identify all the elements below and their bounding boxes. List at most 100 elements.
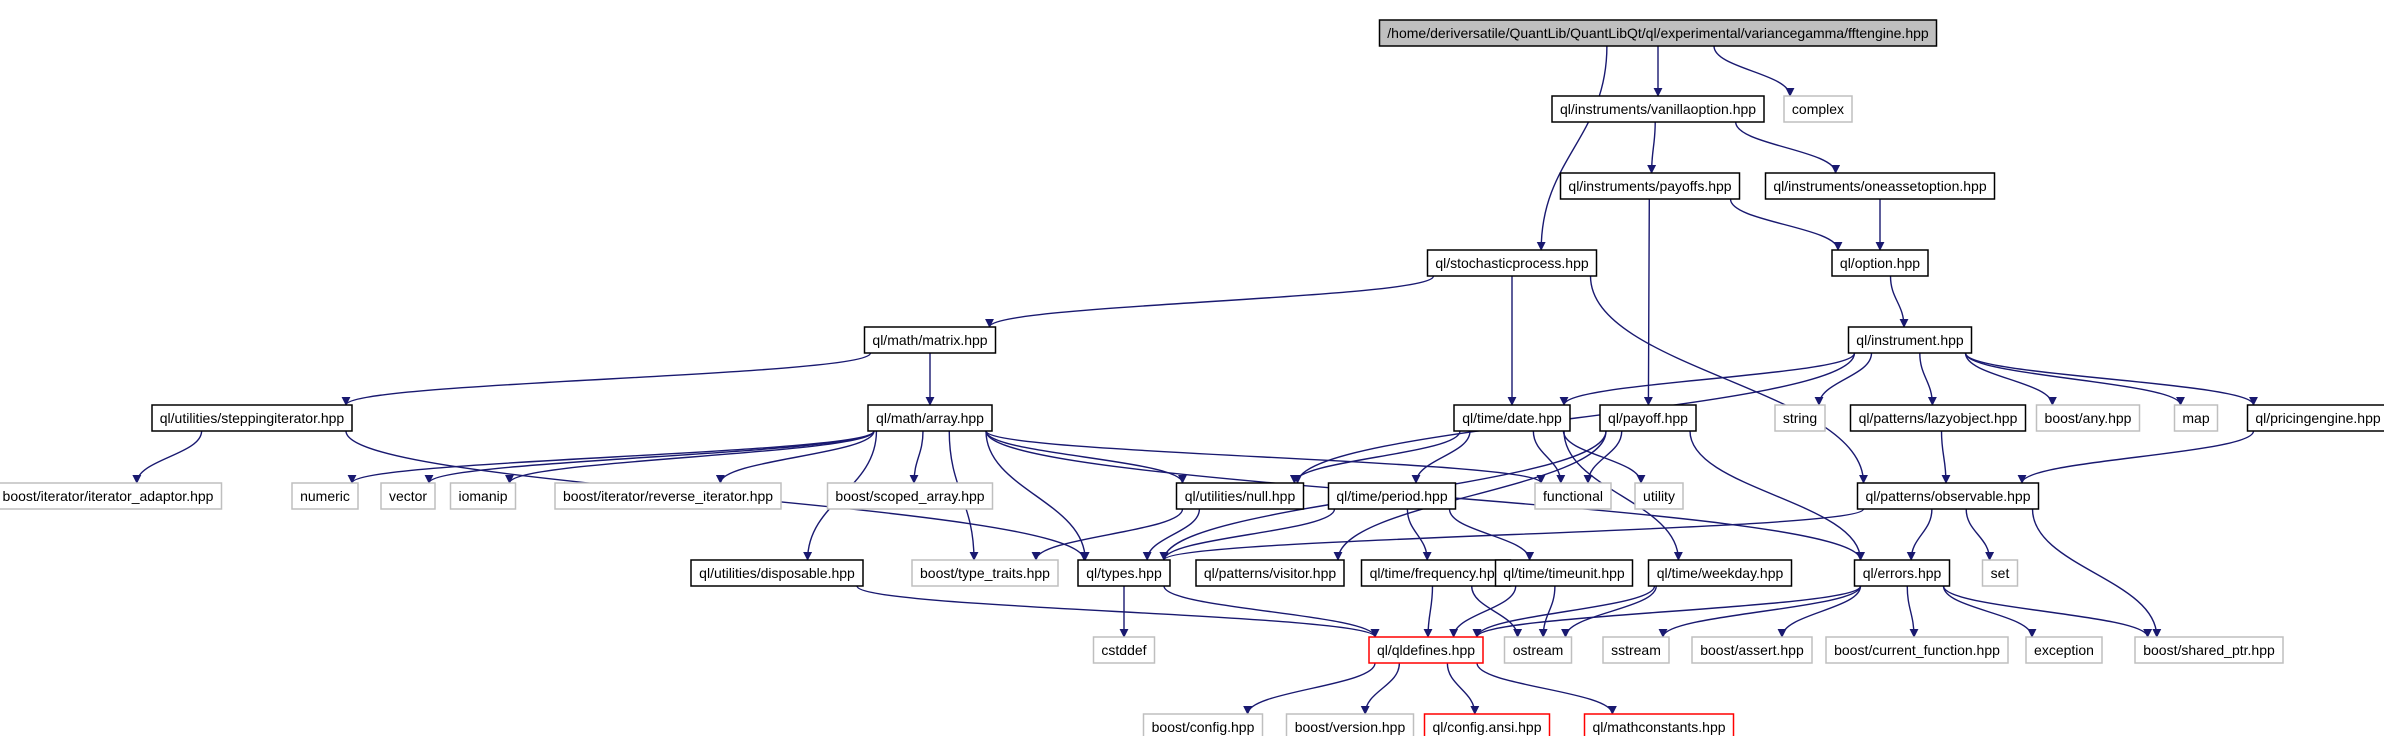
node-box: [1285, 713, 1415, 736]
edge-payoff-to-visitor: [1333, 430, 1607, 561]
edge-instrument-to-boostany: [1964, 352, 2057, 406]
edge-disposable-to-qldefines: [856, 585, 1380, 638]
node-sharedptr[interactable]: boost/shared_ptr.hpp: [2134, 636, 2284, 664]
edge-stoch-to-observable: [1589, 275, 1868, 484]
node-scopedarray[interactable]: boost/scoped_array.hpp: [826, 482, 994, 510]
edge-array-to-iomanip: [505, 430, 875, 484]
node-timeunit[interactable]: ql/time/timeunit.hpp: [1494, 559, 1634, 587]
node-array[interactable]: ql/math/array.hpp: [867, 404, 993, 432]
edge-timeunit-to-qldefines: [1449, 585, 1517, 638]
edge-timeunit-to-ostream: [1538, 585, 1556, 638]
node-payoffs[interactable]: ql/instruments/payoffs.hpp: [1559, 172, 1741, 200]
node-pricing[interactable]: ql/pricingengine.hpp: [2246, 404, 2384, 432]
node-instrument[interactable]: ql/instrument.hpp: [1847, 326, 1973, 354]
node-label: ql/time/date.hpp: [1462, 410, 1562, 426]
node-box: [1195, 559, 1345, 587]
node-box: [151, 404, 353, 432]
node-label: ql/time/frequency.hpp: [1370, 565, 1503, 581]
node-visitor[interactable]: ql/patterns/visitor.hpp: [1195, 559, 1345, 587]
node-label: ql/instruments/oneassetoption.hpp: [1773, 178, 1986, 194]
edge-weekday-to-ostream: [1561, 585, 1657, 638]
node-configansi[interactable]: ql/config.ansi.hpp: [1423, 713, 1551, 736]
node-ostream[interactable]: ostream: [1503, 636, 1573, 664]
node-matrix[interactable]: ql/math/matrix.hpp: [863, 326, 997, 354]
node-label: utility: [1643, 488, 1675, 504]
node-payoff[interactable]: ql/payoff.hpp: [1599, 404, 1697, 432]
node-curfunc[interactable]: boost/current_function.hpp: [1825, 636, 2009, 664]
edge-lazy-to-observable: [1940, 430, 1951, 484]
edge-array-to-scopedarray: [909, 430, 924, 484]
node-box: [867, 404, 993, 432]
node-frequency[interactable]: ql/time/frequency.hpp: [1360, 559, 1512, 587]
node-root[interactable]: /home/deriversatile/QuantLib/QuantLibQt/…: [1378, 19, 1938, 47]
edge-period-to-types: [1159, 508, 1336, 561]
edge-observable-to-set: [1965, 508, 1995, 561]
node-box: [1849, 404, 2027, 432]
node-box: [1764, 172, 1996, 200]
node-label: boost/iterator/iterator_adaptor.hpp: [3, 488, 214, 504]
node-weekday[interactable]: ql/time/weekday.hpp: [1647, 559, 1793, 587]
node-box: [1423, 713, 1551, 736]
node-set[interactable]: set: [1981, 559, 2019, 587]
node-box: [1453, 404, 1571, 432]
node-reverseiter[interactable]: boost/iterator/reverse_iterator.hpp: [554, 482, 782, 510]
node-box: [380, 482, 436, 510]
node-errors[interactable]: ql/errors.hpp: [1853, 559, 1951, 587]
node-mathconst[interactable]: ql/mathconstants.hpp: [1583, 713, 1735, 736]
edge-frequency-to-qldefines: [1423, 585, 1434, 638]
edge-date-to-utility: [1562, 430, 1646, 484]
node-label: ql/utilities/null.hpp: [1185, 488, 1296, 504]
node-box: [1360, 559, 1512, 587]
node-label: boost/shared_ptr.hpp: [2143, 642, 2275, 658]
node-cstddef[interactable]: cstddef: [1092, 636, 1156, 664]
node-typetraits[interactable]: boost/type_traits.hpp: [911, 559, 1059, 587]
edge-errors-to-sharedptr: [1942, 585, 2153, 638]
node-null[interactable]: ql/utilities/null.hpp: [1175, 482, 1305, 510]
node-box: [1583, 713, 1735, 736]
node-functional[interactable]: functional: [1534, 482, 1612, 510]
node-boostany[interactable]: boost/any.hpp: [2035, 404, 2141, 432]
node-map[interactable]: map: [2173, 404, 2219, 432]
node-complex[interactable]: complex: [1783, 95, 1853, 123]
node-box: [1599, 404, 1697, 432]
node-oneasset[interactable]: ql/instruments/oneassetoption.hpp: [1764, 172, 1996, 200]
edge-period-to-frequency: [1406, 508, 1432, 561]
node-label: exception: [2034, 642, 2094, 658]
node-stoch[interactable]: ql/stochasticprocess.hpp: [1426, 249, 1598, 277]
node-config[interactable]: boost/config.hpp: [1142, 713, 1264, 736]
edge-array-to-reverseiter: [715, 430, 875, 484]
node-qldefines[interactable]: ql/qldefines.hpp: [1368, 636, 1484, 664]
node-iomanip[interactable]: iomanip: [449, 482, 517, 510]
node-vanilla[interactable]: ql/instruments/vanillaoption.hpp: [1551, 95, 1765, 123]
node-string[interactable]: string: [1774, 404, 1826, 432]
node-period[interactable]: ql/time/period.hpp: [1327, 482, 1457, 510]
node-box: [863, 326, 997, 354]
node-assert[interactable]: boost/assert.hpp: [1691, 636, 1813, 664]
node-vector[interactable]: vector: [380, 482, 436, 510]
node-types[interactable]: ql/types.hpp: [1077, 559, 1171, 587]
node-sstream[interactable]: sstream: [1602, 636, 1670, 664]
node-lazy[interactable]: ql/patterns/lazyobject.hpp: [1849, 404, 2027, 432]
node-version[interactable]: boost/version.hpp: [1285, 713, 1415, 736]
node-stepping[interactable]: ql/utilities/steppingiterator.hpp: [151, 404, 353, 432]
node-utility[interactable]: utility: [1634, 482, 1684, 510]
node-label: ql/config.ansi.hpp: [1433, 719, 1542, 735]
node-box: [554, 482, 782, 510]
node-box: [1602, 636, 1670, 664]
node-label: ostream: [1513, 642, 1564, 658]
node-numeric[interactable]: numeric: [291, 482, 359, 510]
node-box: [1783, 95, 1853, 123]
node-iteradaptor[interactable]: boost/iterator/iterator_adaptor.hpp: [0, 482, 223, 510]
node-option[interactable]: ql/option.hpp: [1831, 249, 1929, 277]
node-observable[interactable]: ql/patterns/observable.hpp: [1856, 482, 2040, 510]
node-date[interactable]: ql/time/date.hpp: [1453, 404, 1571, 432]
node-exception[interactable]: exception: [2025, 636, 2103, 664]
node-disposable[interactable]: ql/utilities/disposable.hpp: [690, 559, 864, 587]
node-label: functional: [1543, 488, 1603, 504]
node-box: [2246, 404, 2384, 432]
node-label: boost/assert.hpp: [1700, 642, 1804, 658]
edge-array-to-numeric: [347, 430, 875, 484]
node-label: complex: [1792, 101, 1844, 117]
edge-qldefines-to-version: [1360, 662, 1401, 715]
edge-observable-to-sharedptr: [2031, 508, 2162, 638]
